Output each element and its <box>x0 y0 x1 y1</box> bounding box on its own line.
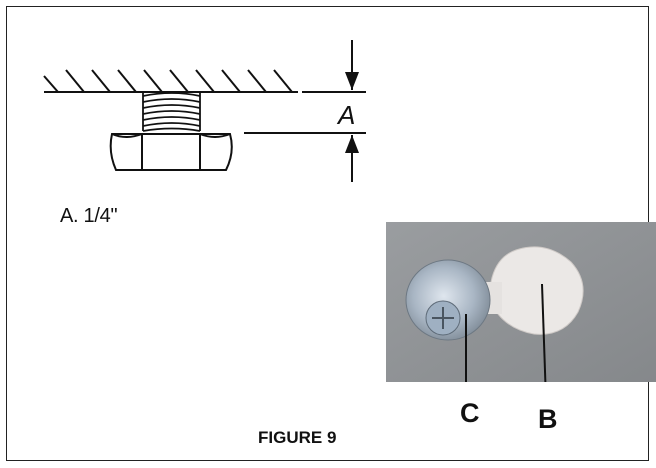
screw-tab-photo <box>386 222 656 382</box>
leader-b <box>541 283 547 382</box>
screw-hex-head <box>109 133 233 171</box>
callout-b: B <box>538 404 558 434</box>
legend-text: A. 1/4" <box>60 205 118 227</box>
figure-caption: FIGURE 9 <box>258 428 337 447</box>
dimension-lines <box>244 40 366 182</box>
dimension-arrows <box>345 72 359 153</box>
callout-c: C <box>460 398 480 428</box>
screw-shank <box>142 92 201 132</box>
surface-hatching <box>43 69 298 93</box>
dimension-label: A <box>338 100 356 130</box>
white-tab <box>490 246 584 335</box>
